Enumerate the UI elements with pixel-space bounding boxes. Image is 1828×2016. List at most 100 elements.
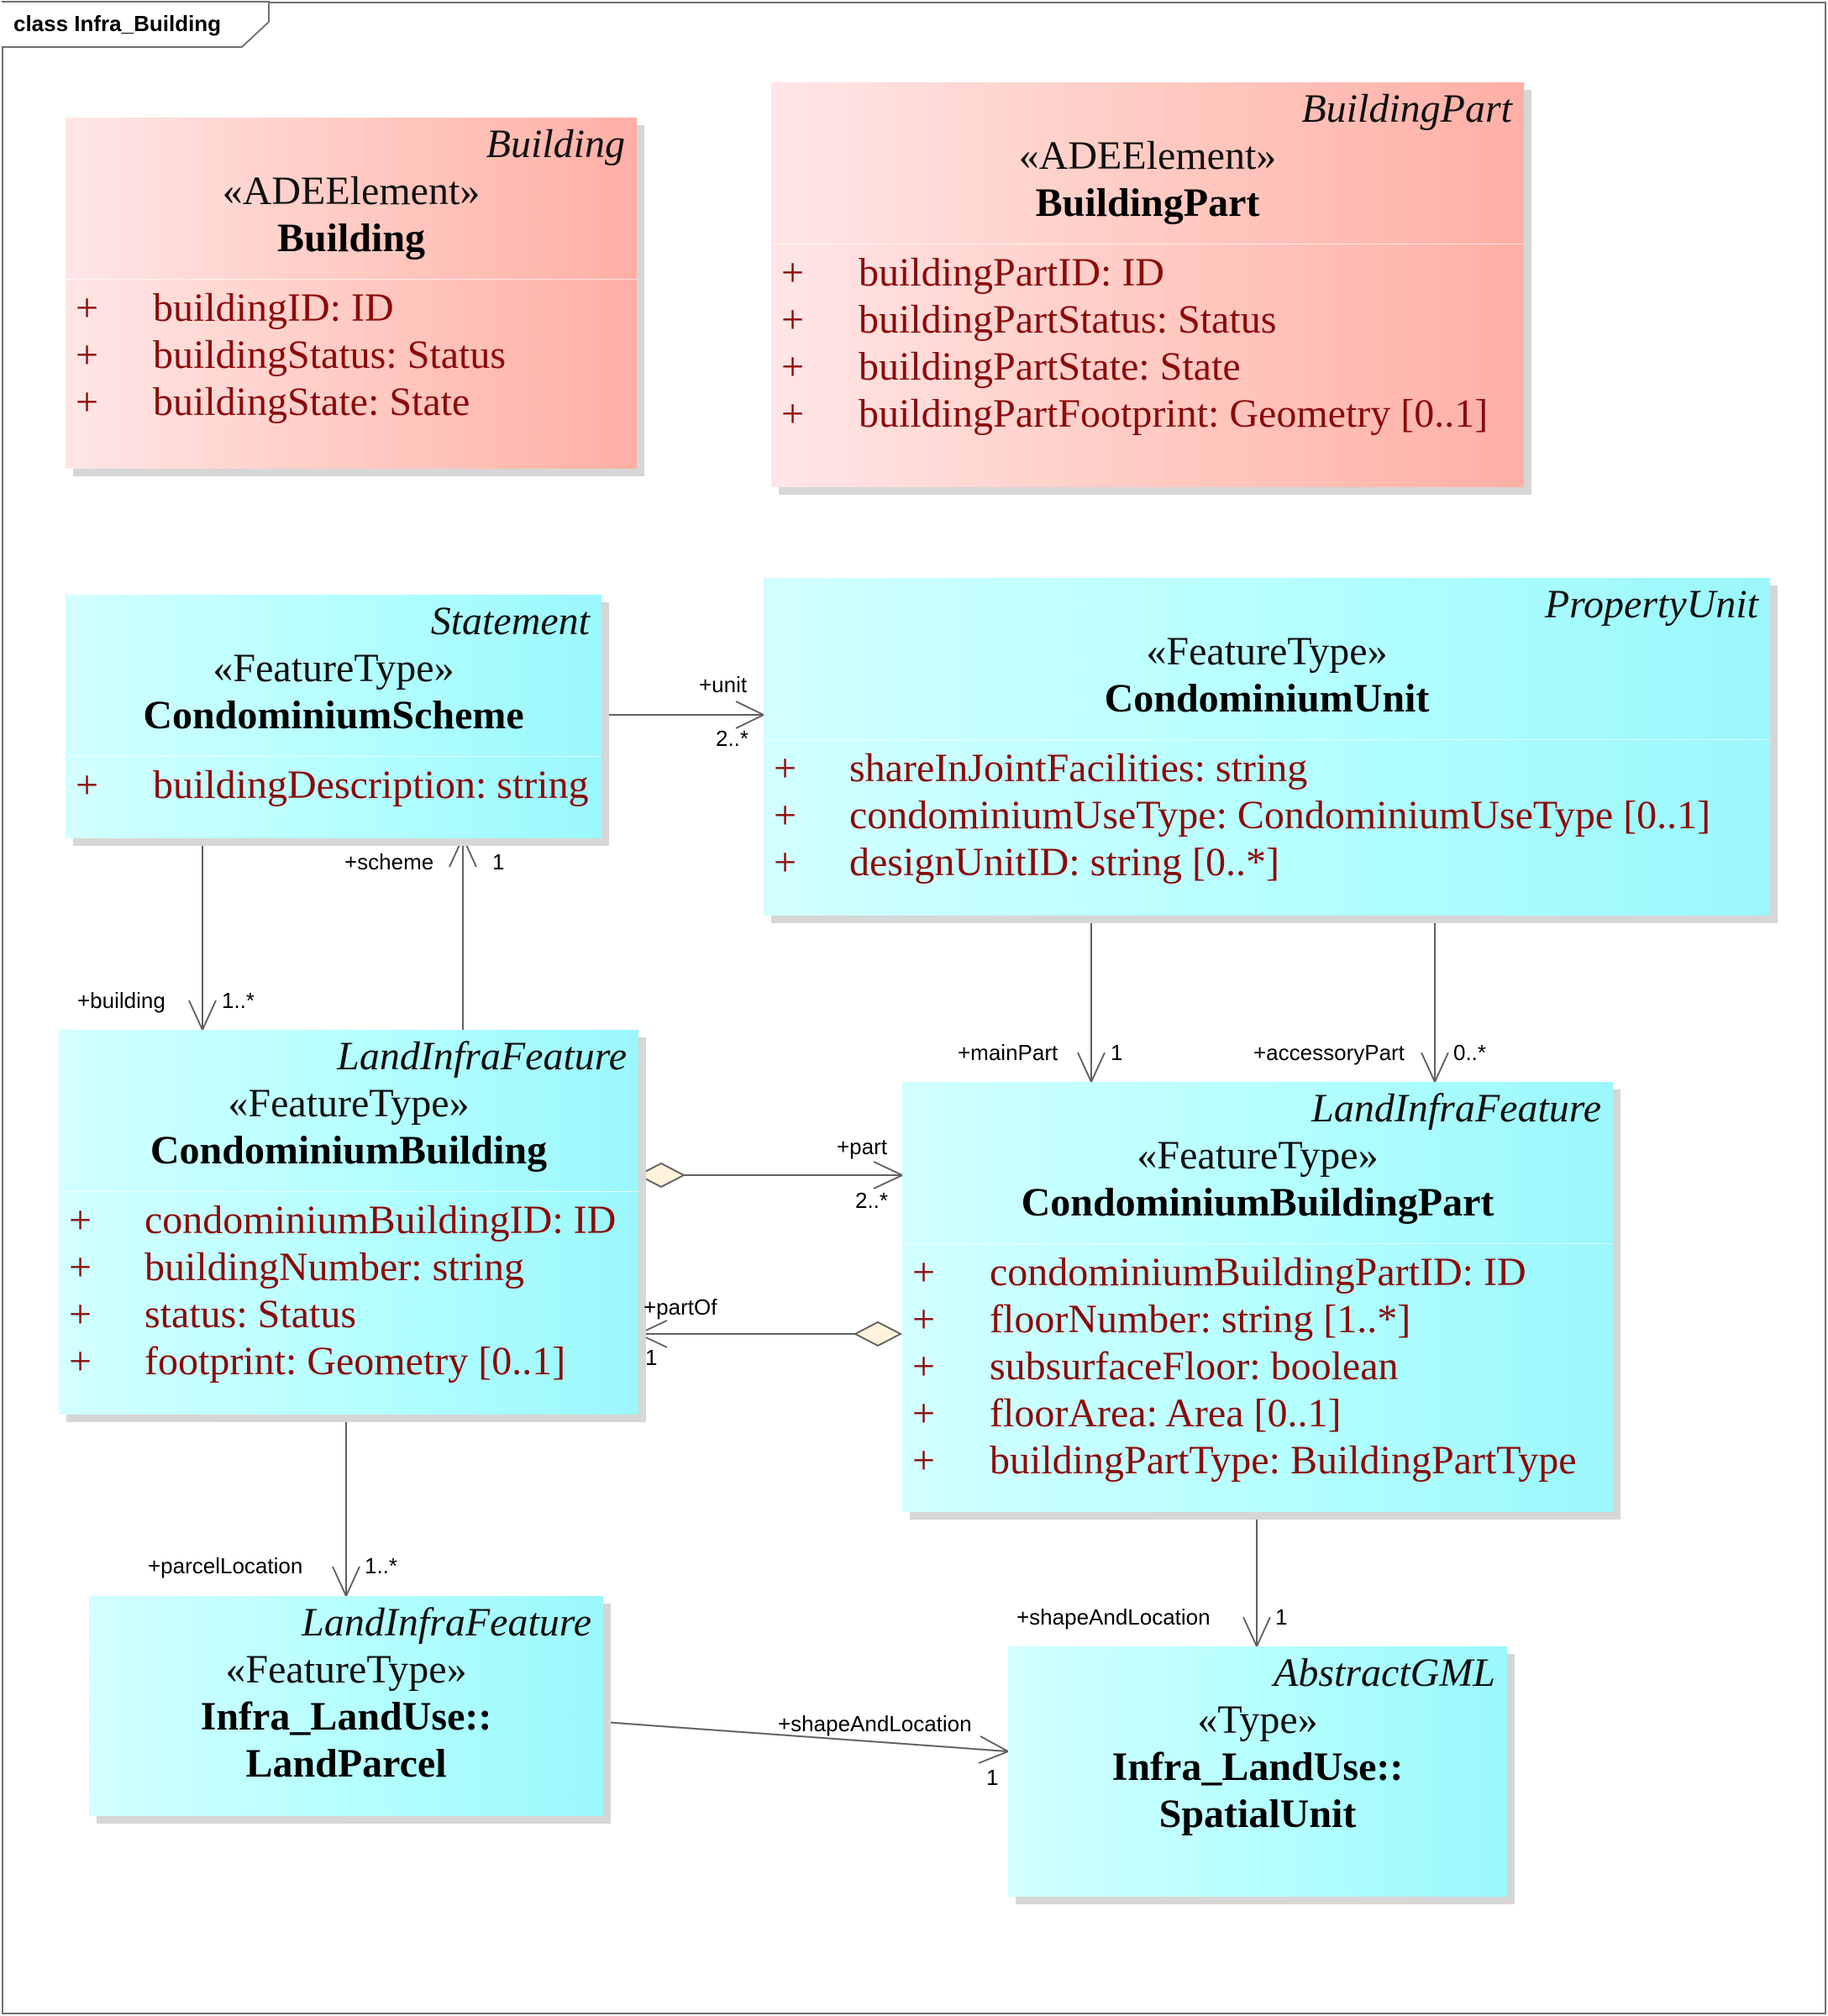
attribute-row[interactable]: +buildingNumber: string [59, 1244, 638, 1291]
generalization-label: AbstractGML [1274, 1651, 1495, 1695]
attribute-row[interactable]: +condominiumBuildingPartID: ID [902, 1249, 1613, 1296]
visibility-marker: + [69, 1245, 92, 1289]
class-condominium-building-part[interactable]: LandInfraFeature «FeatureType» Condomini… [902, 1082, 1613, 1512]
visibility-marker: + [69, 1198, 92, 1242]
role-label-building: +building [77, 988, 165, 1013]
visibility-marker: + [774, 840, 797, 885]
attribute-row[interactable]: +condominiumUseType: CondominiumUseType … [764, 792, 1770, 839]
visibility-marker: + [69, 1292, 92, 1336]
attribute-compartment: +buildingID: ID +buildingStatus: Status … [66, 279, 637, 426]
visibility-marker: + [76, 286, 99, 330]
class-header: LandInfraFeature «FeatureType» Condomini… [902, 1082, 1613, 1226]
attribute-text: buildingPartState: State [859, 344, 1241, 389]
attribute-compartment: + shareInJointFacilities: string +condomi… [764, 739, 1770, 886]
attribute-row[interactable]: +subsurfaceFloor: boolean [902, 1343, 1613, 1390]
assoc-parcel-shape[interactable] [602, 1721, 1009, 1752]
class-header: AbstractGML «Type» Infra_LandUse:: Spati… [1008, 1646, 1507, 1838]
attribute-row[interactable]: +buildingPartState: State [771, 344, 1524, 391]
multiplicity-label-part-shape: 1 [1275, 1604, 1288, 1630]
visibility-marker: + [912, 1391, 936, 1436]
attribute-text: status: Status [144, 1292, 357, 1336]
visibility-marker: + [781, 297, 805, 342]
class-condominium-building[interactable]: LandInfraFeature «FeatureType» Condomini… [59, 1030, 638, 1415]
attribute-text: buildingDescription: string [153, 763, 589, 807]
multiplicity-label-unit: 2..* [716, 726, 749, 751]
class-name: Building [276, 216, 426, 260]
attribute-row[interactable]: +buildingState: State [66, 379, 637, 426]
class-condominium-unit[interactable]: PropertyUnit «FeatureType» CondominiumUn… [764, 578, 1770, 916]
attribute-row[interactable]: +condominiumBuildingID: ID [59, 1197, 638, 1244]
role-label-part-shape: +shapeAndLocation [1016, 1604, 1211, 1630]
visibility-marker: + [774, 793, 797, 837]
class-name: BuildingPart [1035, 181, 1260, 225]
class-name: Infra_LandUse:: [200, 1694, 492, 1739]
visibility-marker: + [912, 1250, 936, 1294]
attribute-compartment: + buildingPartID: ID +buildingPartStatus:… [771, 244, 1524, 438]
multiplicity-label-part: 2..* [855, 1188, 889, 1213]
role-label-parcel-location: +parcelLocation [148, 1553, 303, 1578]
attribute-compartment: +condominiumBuildingPartID: ID +floorNum… [902, 1243, 1613, 1484]
stereotype-label: «Type» [1197, 1698, 1318, 1742]
stereotype-label: «FeatureType» [225, 1647, 467, 1692]
attribute-row[interactable]: + buildingPartID: ID [771, 249, 1524, 297]
attribute-text: floorArea: Area [0..1] [990, 1391, 1342, 1436]
visibility-marker: + [781, 250, 805, 295]
class-header: PropertyUnit «FeatureType» CondominiumUn… [764, 578, 1770, 722]
attribute-row[interactable]: +buildingPartStatus: Status [771, 297, 1524, 344]
arrowhead-part-of [636, 1320, 668, 1348]
role-label-part-of: +partOf [643, 1294, 717, 1320]
attribute-row[interactable]: + buildingDescription: string [66, 762, 601, 809]
attribute-row[interactable]: + shareInJointFacilities: string [764, 745, 1770, 792]
visibility-marker: + [76, 380, 99, 424]
visibility-marker: + [781, 391, 805, 436]
role-label-unit: +unit [699, 672, 748, 697]
generalization-label: LandInfraFeature [302, 1600, 591, 1645]
visibility-marker: + [76, 763, 99, 807]
class-name-line-2: SpatialUnit [1158, 1792, 1357, 1836]
class-spatial-unit[interactable]: AbstractGML «Type» Infra_LandUse:: Spati… [1008, 1646, 1507, 1897]
stereotype-label: «ADEElement» [222, 169, 481, 213]
class-name: Infra_LandUse:: [1111, 1745, 1404, 1789]
generalization-label: BuildingPart [1301, 87, 1512, 131]
visibility-marker: + [76, 333, 99, 377]
attribute-row[interactable]: + designUnitID: string [0..*] [764, 839, 1770, 886]
role-label-main-part: +mainPart [958, 1040, 1058, 1065]
attribute-row[interactable]: + status: Status [59, 1291, 638, 1338]
generalization-label: LandInfraFeature [337, 1034, 627, 1079]
role-label-part: +part [837, 1134, 887, 1159]
class-name-line-2: LandParcel [245, 1741, 447, 1786]
class-name: CondominiumScheme [143, 693, 524, 738]
generalization-label: LandInfraFeature [1311, 1086, 1601, 1131]
class-name: CondominiumBuilding [150, 1128, 548, 1173]
attribute-text: subsurfaceFloor: boolean [990, 1344, 1399, 1389]
visibility-marker: + [774, 746, 797, 790]
attribute-text: buildingPartID: ID [859, 250, 1164, 295]
attribute-text: designUnitID: string [0..*] [849, 840, 1279, 885]
class-condominium-scheme[interactable]: Statement «FeatureType» CondominiumSchem… [66, 595, 601, 838]
attribute-row[interactable]: + floorArea: Area [0..1] [902, 1390, 1613, 1437]
class-building[interactable]: Building «ADEElement» Building +building… [66, 118, 637, 469]
attribute-row[interactable]: + buildingPartFootprint: Geometry [0..1] [771, 391, 1524, 438]
role-label-scheme: +scheme [344, 849, 434, 874]
class-land-parcel[interactable]: LandInfraFeature «FeatureType» Infra_Lan… [89, 1596, 603, 1816]
multiplicity-label-building: 1..* [222, 988, 255, 1013]
stereotype-label: «ADEElement» [1018, 134, 1277, 178]
attribute-compartment: + buildingDescription: string [66, 756, 601, 809]
attribute-text: buildingPartType: BuildingPartType [990, 1438, 1577, 1483]
visibility-marker: + [912, 1438, 936, 1483]
class-building-part[interactable]: BuildingPart «ADEElement» BuildingPart +… [771, 82, 1524, 487]
attribute-text: shareInJointFacilities: string [849, 746, 1308, 790]
attribute-row[interactable]: +buildingID: ID [66, 285, 637, 332]
attribute-row[interactable]: +buildingStatus: Status [66, 332, 637, 379]
attribute-text: buildingPartFootprint: Geometry [0..1] [859, 391, 1489, 436]
multiplicity-label-scheme: 1 [492, 849, 505, 874]
attribute-text: footprint: Geometry [0..1] [144, 1339, 566, 1383]
attribute-compartment: +condominiumBuildingID: ID +buildingNumb… [59, 1191, 638, 1385]
attribute-row[interactable]: +footprint: Geometry [0..1] [59, 1338, 638, 1385]
class-name: CondominiumBuildingPart [1021, 1180, 1494, 1225]
generalization-label: Statement [430, 599, 590, 643]
attribute-row[interactable]: +floorNumber: string [1..*] [902, 1296, 1613, 1343]
attribute-row[interactable]: + buildingPartType: BuildingPartType [902, 1437, 1613, 1484]
role-label-accessory-part: +accessoryPart [1253, 1040, 1405, 1065]
stereotype-label: «FeatureType» [228, 1081, 470, 1126]
